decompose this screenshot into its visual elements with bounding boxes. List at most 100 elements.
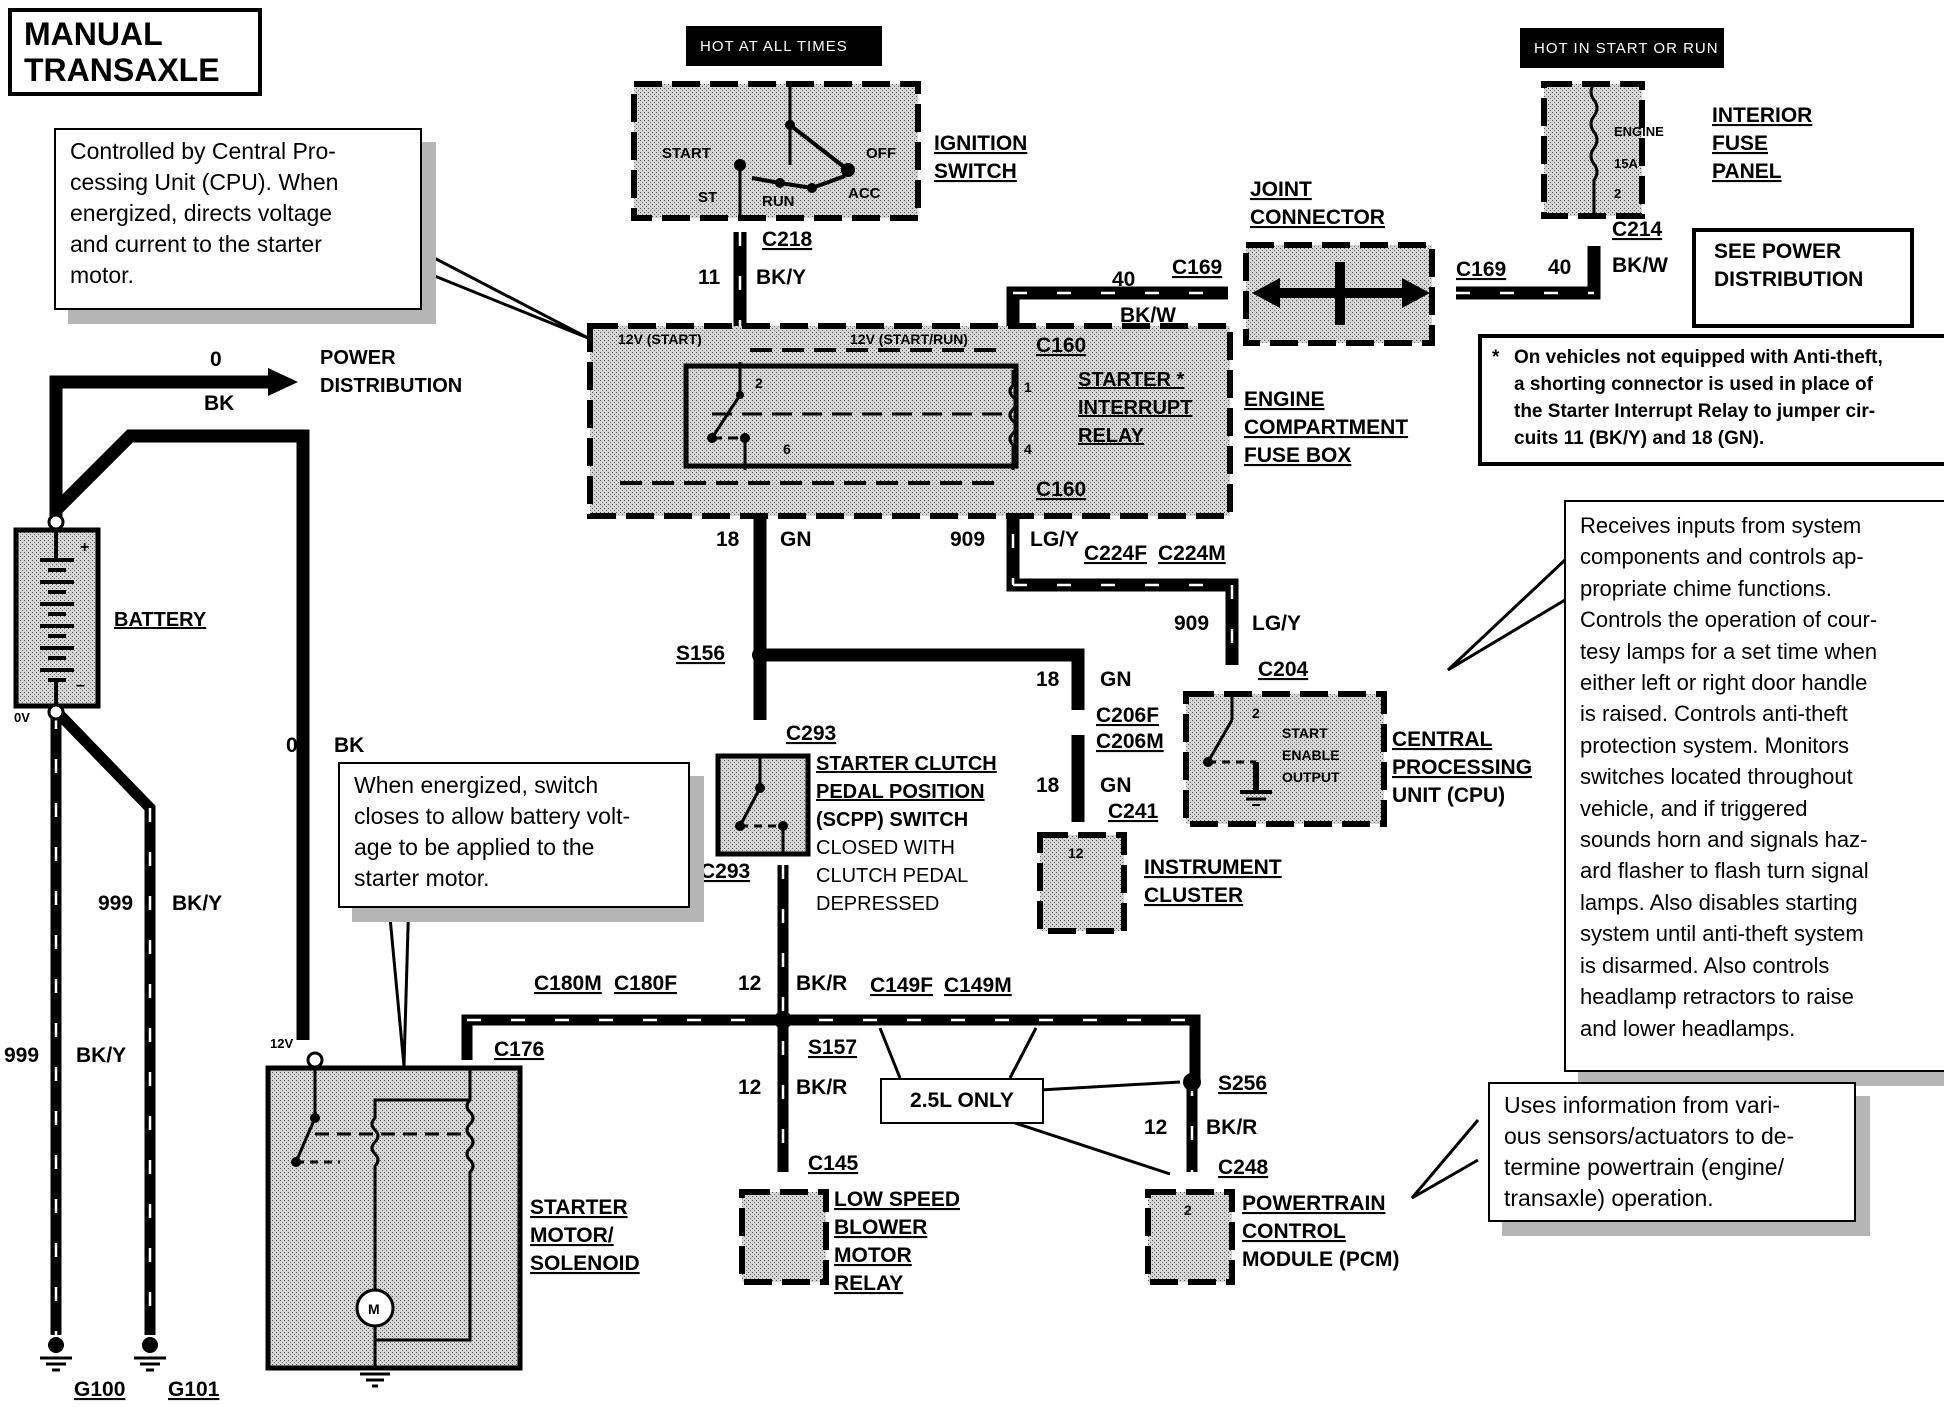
label-scpp-1: STARTER CLUTCH: [816, 753, 997, 775]
connector-c149m: C149M: [944, 974, 1012, 997]
fuse-label: ENGINE: [1614, 124, 1664, 139]
note-line: is disarmed. Also controls: [1580, 952, 1830, 978]
note-line: Controls the operation of cour-: [1580, 607, 1878, 633]
relay-pin-4: 4: [1024, 441, 1032, 457]
cpu-box: 2 START ENABLE OUTPUT: [1183, 691, 1387, 827]
connector-c241: C241: [1108, 800, 1159, 823]
relay-pin-2: 2: [755, 375, 763, 391]
note-line: is raised. Controls anti-theft: [1580, 701, 1848, 727]
title-line-1: MANUAL: [24, 16, 163, 52]
connector-c169-a: C169: [1172, 256, 1222, 279]
label-joint-2: CONNECTOR: [1250, 206, 1385, 229]
connector-c293-a: C293: [786, 722, 836, 745]
note-line: headlamp retractors to raise: [1580, 984, 1854, 1010]
instrument-cluster: 12: [1037, 832, 1127, 934]
wire-999-bky: [50, 711, 156, 1335]
note-line: When energized, switch: [354, 772, 599, 798]
circuit-num: 12: [1144, 1116, 1167, 1139]
circuit-num: 18: [716, 528, 740, 551]
label-ignition-1: IGNITION: [934, 132, 1027, 155]
ignition-pos-start: START: [662, 145, 711, 162]
note-line: closes to allow battery volt-: [354, 803, 631, 829]
circuit-color: BK: [334, 734, 364, 757]
connector-c206f: C206F: [1096, 704, 1159, 727]
circuit-color: LG/Y: [1030, 528, 1079, 551]
note-line: a shorting connector is used in place of: [1514, 374, 1873, 395]
label-blower-2: BLOWER: [834, 1216, 927, 1239]
fusebox-label-startrun: 12V (START/RUN): [850, 331, 968, 347]
cpu-inner-2: ENABLE: [1282, 747, 1340, 763]
splice-label-s256: S256: [1218, 1072, 1267, 1095]
see-line-1: SEE POWER: [1714, 240, 1842, 263]
splice-label-s157: S157: [808, 1036, 857, 1059]
label-relay-3: RELAY: [1078, 425, 1145, 447]
joint-connector: [1243, 242, 1435, 346]
note-line: age to be applied to the: [354, 834, 595, 860]
circuit-num: 11: [698, 266, 721, 289]
diagram-title: MANUAL TRANSAXLE: [8, 8, 262, 96]
solenoid-callout-note: When energized, switch closes to allow b…: [338, 762, 690, 908]
connector-c180f: C180F: [614, 972, 677, 995]
label-scpp-desc-2: CLUTCH PEDAL: [816, 865, 968, 887]
circuit-num: 18: [1036, 668, 1060, 691]
circuit-color: GN: [1100, 668, 1132, 691]
circuit-color: BK: [204, 392, 234, 415]
hot-at-all-times-label: HOT AT ALL TIMES: [686, 26, 882, 66]
circuit-num: 12: [738, 1076, 761, 1099]
connector-c160-a: C160: [1036, 334, 1086, 357]
fuse-rating: 15A: [1614, 156, 1638, 171]
splice-s256: [1183, 1073, 1201, 1091]
label-starter-1: STARTER: [530, 1196, 628, 1219]
connector-c224m: C224M: [1158, 542, 1226, 565]
splice-s157: [774, 1011, 792, 1029]
note-line: energized, directs voltage: [70, 200, 333, 226]
label-pcm-3: MODULE (PCM): [1242, 1248, 1399, 1271]
label-cpu-1: CENTRAL: [1392, 728, 1492, 751]
note-line: sounds horn and signals haz-: [1580, 827, 1868, 853]
label-powerdist-1: POWER: [320, 347, 396, 369]
battery-minus: –: [76, 677, 85, 694]
relay-pin-6: 6: [783, 441, 791, 457]
circuit-num: 909: [1174, 612, 1209, 635]
label-scpp-3: (SCPP) SWITCH: [816, 809, 968, 831]
cpu-pin: 2: [1252, 705, 1260, 721]
cpu-inner-1: START: [1282, 725, 1328, 741]
note-line: On vehicles not equipped with Anti-theft…: [1514, 347, 1883, 368]
note-line: tesy lamps for a set time when: [1580, 638, 1878, 664]
label-g100: G100: [74, 1378, 125, 1401]
blower-relay: [739, 1189, 829, 1285]
connector-c204: C204: [1258, 658, 1309, 681]
label-fusebox-3: FUSE BOX: [1244, 444, 1351, 467]
ground-g100: [40, 1337, 72, 1372]
label-cluster-2: CLUSTER: [1144, 884, 1243, 907]
connector-labels: C218 C169 C169 C214 C160 C160 C224F C224…: [494, 218, 1663, 1179]
note-line: transaxle) operation.: [1504, 1185, 1714, 1211]
circuit-color: BK/R: [1206, 1116, 1257, 1139]
label-fusepanel-2: FUSE: [1712, 132, 1768, 155]
relay-callout-note: Controlled by Central Pro- cessing Unit …: [54, 128, 422, 310]
note-line: propriate chime functions.: [1580, 575, 1832, 601]
label-scpp-2: PEDAL POSITION: [816, 781, 985, 803]
note-line: components and controls ap-: [1580, 544, 1864, 570]
label-cpu-3: UNIT (CPU): [1392, 784, 1505, 807]
antitheft-note: * On vehicles not equipped with Anti-the…: [1478, 334, 1944, 466]
ignition-switch: START OFF ST RUN ACC: [631, 81, 921, 221]
label-scpp-desc-3: DEPRESSED: [816, 893, 939, 915]
component-labels: IGNITION SWITCH INTERIOR FUSE PANEL JOIN…: [74, 104, 1812, 1401]
note-line: Controlled by Central Pro-: [70, 138, 336, 164]
label-blower-1: LOW SPEED: [834, 1188, 960, 1211]
label-blower-4: RELAY: [834, 1272, 903, 1295]
note-line: ard flasher to flash turn signal: [1580, 858, 1869, 884]
label-battery: BATTERY: [114, 609, 207, 631]
label-fusebox-1: ENGINE: [1244, 388, 1325, 411]
circuit-num: 40: [1112, 268, 1135, 291]
label-scpp-desc-1: CLOSED WITH: [816, 837, 955, 859]
wire-18-gn: [753, 490, 1085, 822]
title-line-2: TRANSAXLE: [24, 52, 220, 88]
ignition-pos-run: RUN: [762, 193, 795, 210]
note-line: cuits 11 (BK/Y) and 18 (GN).: [1514, 428, 1765, 449]
label-pcm-1: POWERTRAIN: [1242, 1192, 1386, 1215]
label-starter-2: MOTOR/: [530, 1224, 614, 1247]
label-cluster-1: INSTRUMENT: [1144, 856, 1282, 879]
